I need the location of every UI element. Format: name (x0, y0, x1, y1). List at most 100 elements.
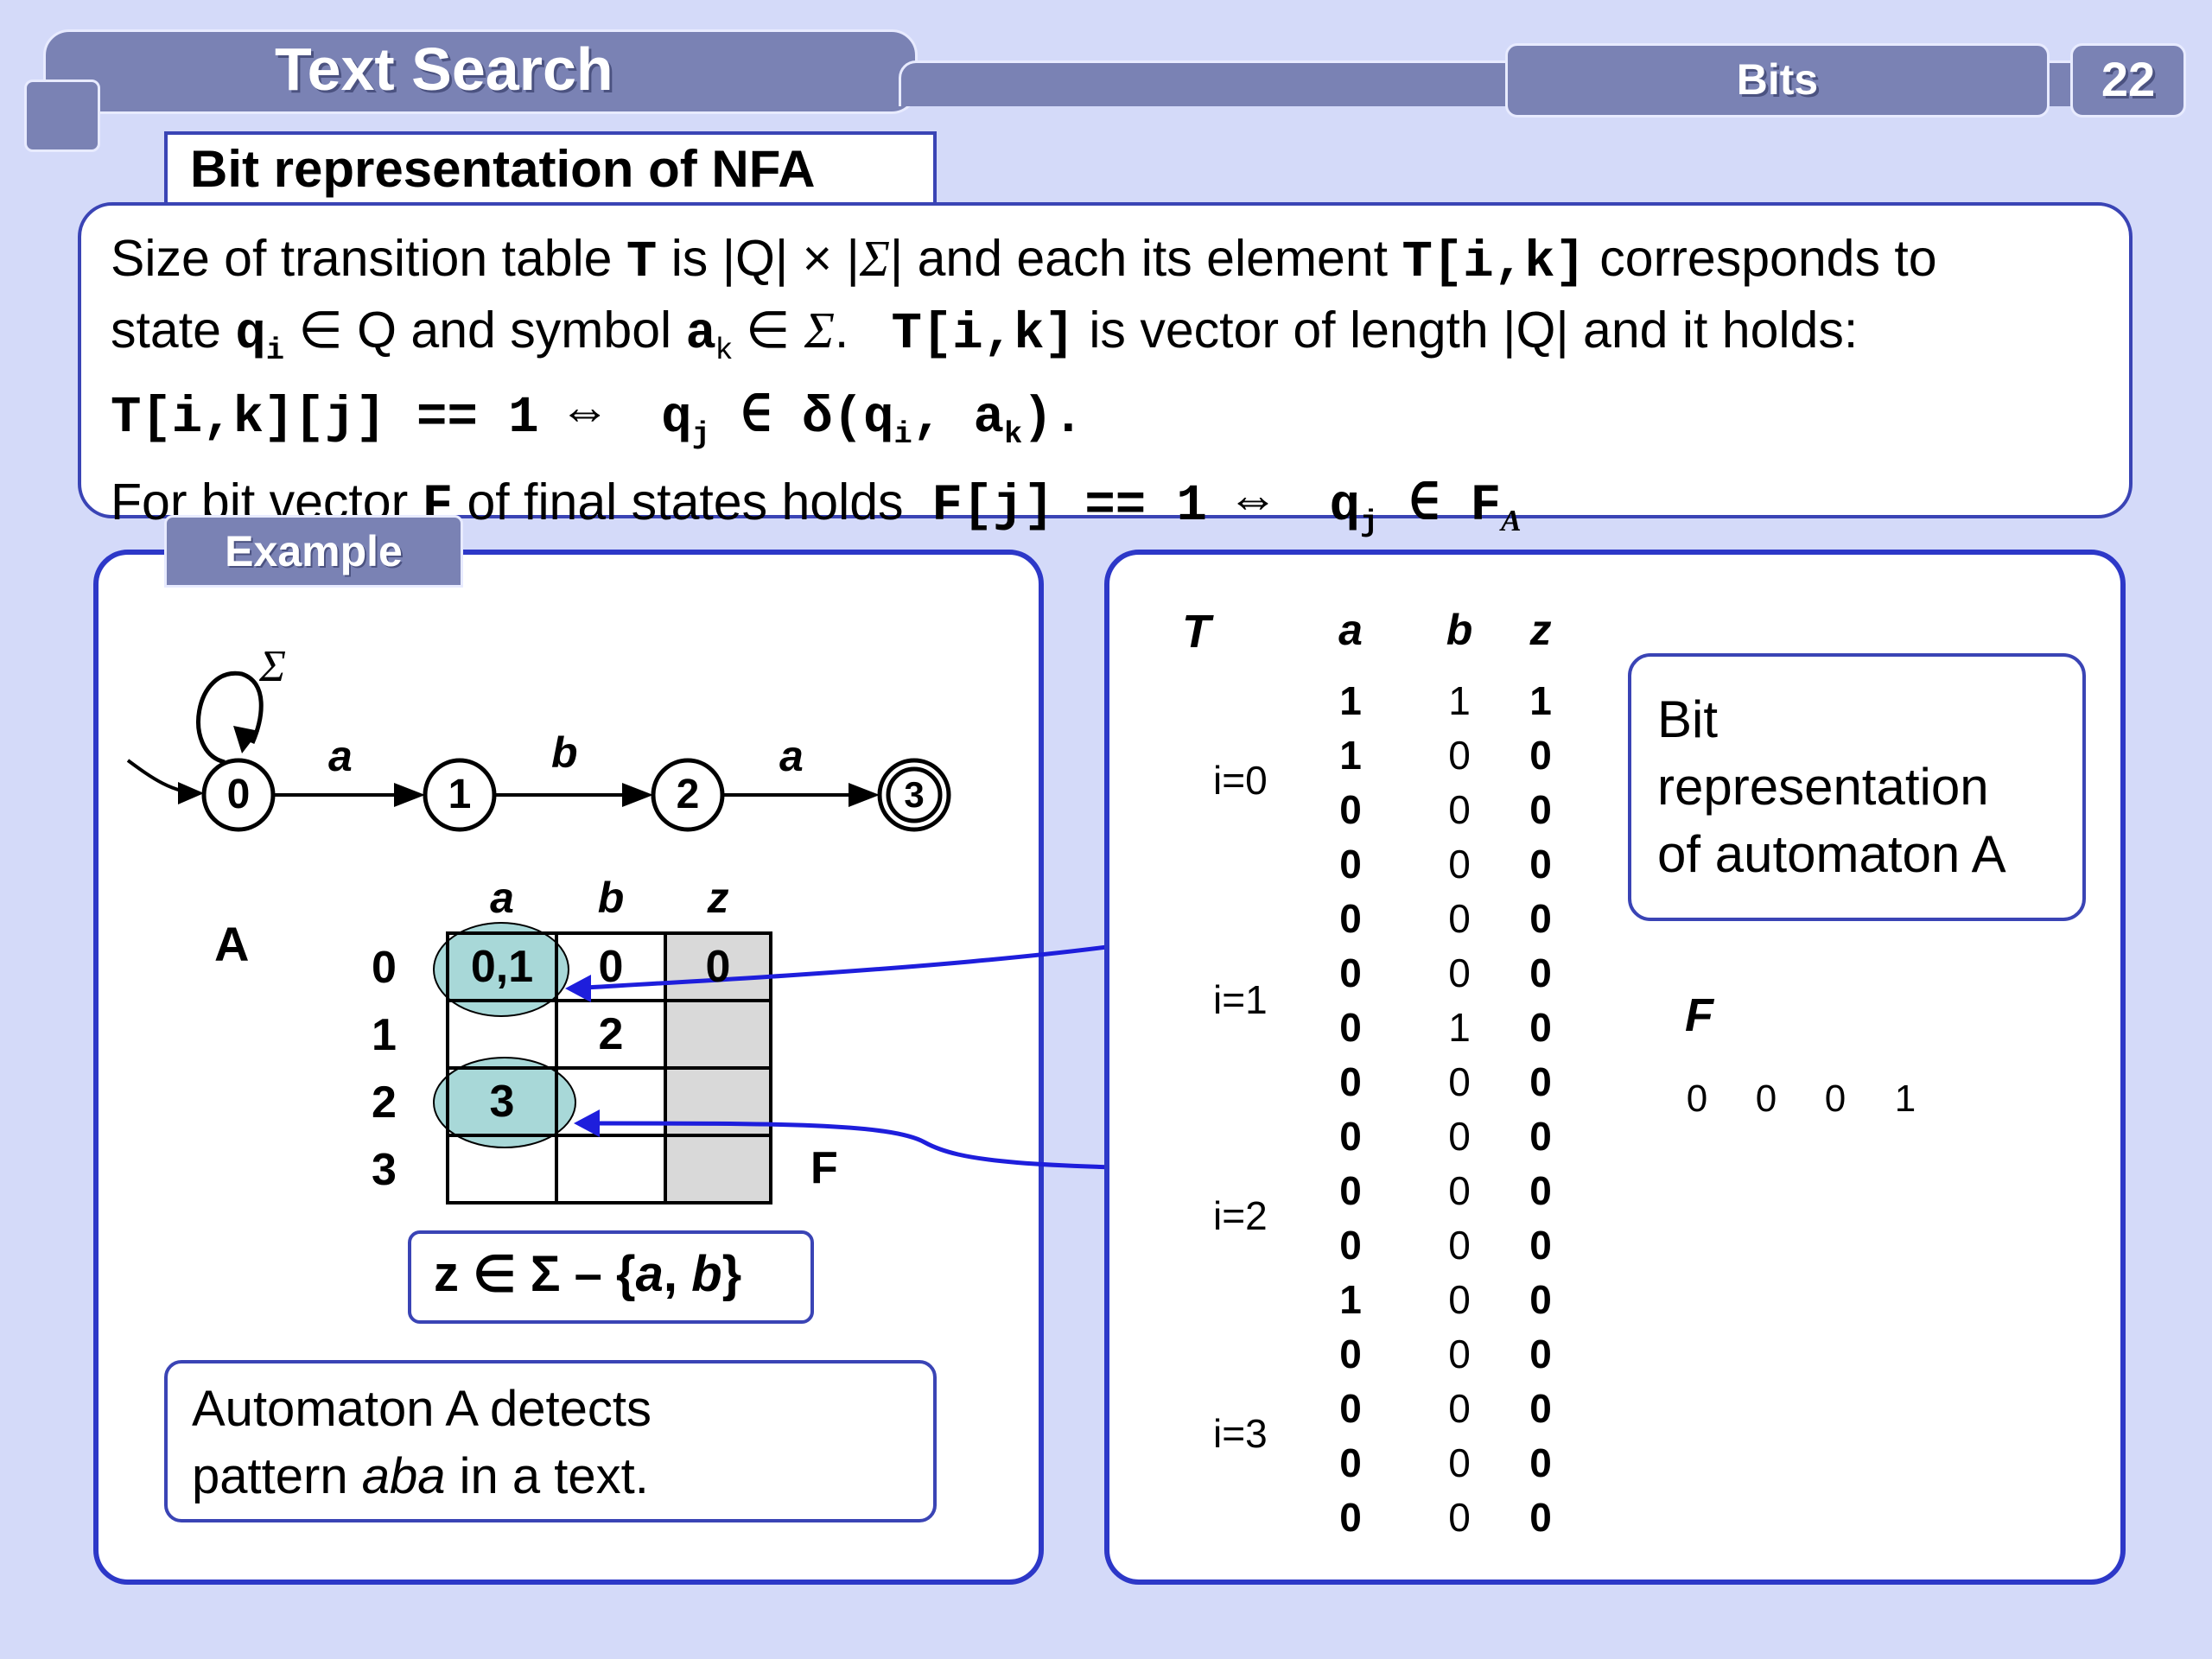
bit-cell: 0 (1448, 1114, 1471, 1159)
note-box (164, 1360, 937, 1522)
edge-0-1-arrowhead (394, 783, 425, 807)
corner-square (24, 79, 100, 152)
bit-cell: 0 (1448, 1332, 1471, 1376)
state-2-label: 2 (676, 772, 700, 817)
bit-cell: 0 (1339, 1386, 1362, 1431)
bit-cell: 0 (1529, 787, 1552, 832)
title-bar (43, 29, 918, 114)
bit-cell: 0 (1529, 950, 1552, 995)
transition-label-b: b (551, 728, 578, 777)
bit-cell: 1 (1529, 678, 1552, 723)
bit-cell: 0 (1448, 1168, 1471, 1213)
sigma-label: Σ (259, 642, 286, 691)
bit-cell: 0 (1448, 950, 1471, 995)
row-label-1: 1 (372, 1010, 397, 1060)
bit-cell: 0 (1339, 1495, 1362, 1540)
table-cell: 0 (598, 942, 624, 992)
state-2 (651, 758, 725, 832)
bit-cell: 0 (1339, 787, 1362, 832)
definition-line-3: T[i,k][j] == 1 ⇔ qj ∈ δ(qi, ak). (111, 388, 1084, 452)
link-arrow-i2 (587, 1121, 1280, 1173)
table-cell: 2 (598, 1009, 624, 1059)
caption-box (1628, 653, 2086, 921)
table-header-b: b (597, 874, 625, 922)
z-definition: z ∈ Σ – {a, b} (434, 1246, 742, 1302)
state-0 (201, 758, 276, 832)
bit-cell: 0 (1339, 1059, 1362, 1104)
table-cell: 0,1 (470, 942, 534, 992)
t-label: T (1182, 606, 1211, 658)
group-label-i0: i=0 (1213, 758, 1268, 803)
transition-label-a1: a (328, 732, 353, 780)
table-cell: 0 (705, 942, 731, 992)
final-states-label: F (810, 1143, 838, 1193)
section-tab (1505, 43, 2050, 118)
table-cell: 3 (489, 1077, 515, 1127)
f-label: F (1685, 989, 1713, 1041)
definition-line-4: For bit vector F of final states holds F… (111, 473, 1522, 540)
bit-cell: 0 (1339, 1332, 1362, 1376)
bit-cell: 1 (1339, 733, 1362, 778)
bit-cell: 0 (1339, 950, 1362, 995)
bit-cell: 1 (1339, 678, 1362, 723)
bit-cell: 0 (1448, 1386, 1471, 1431)
definition-box (78, 202, 2133, 518)
bit-cell: 0 (1339, 1114, 1362, 1159)
page-number-tab (2070, 43, 2186, 118)
bit-cell: 0 (1529, 1168, 1552, 1213)
bit-cell: 0 (1339, 1168, 1362, 1213)
example-tab-label: Example (225, 527, 403, 575)
self-loop (196, 671, 264, 765)
row-label-0: 0 (372, 943, 397, 993)
state-3-label: 3 (904, 774, 925, 815)
bit-cell: 0 (1529, 1440, 1552, 1485)
state-1 (423, 758, 497, 832)
bit-cell: 0 (1448, 787, 1471, 832)
bit-cell: 0 (1529, 1114, 1552, 1159)
row-label-2: 2 (372, 1077, 397, 1128)
bit-cell: 0 (1339, 1005, 1362, 1050)
bit-cell: 0 (1529, 842, 1552, 887)
self-loop-arrowhead (233, 726, 259, 753)
bit-cell: 0 (1339, 1440, 1362, 1485)
bit-cell: 0 (1339, 842, 1362, 887)
group-label-i3: i=3 (1213, 1411, 1268, 1456)
note-text: Automaton A detects pattern aba in a tex… (192, 1381, 652, 1504)
bit-cell: 0 (1529, 1223, 1552, 1268)
automaton-label: A (214, 917, 250, 971)
f-vector-cell: 1 (1894, 1077, 1916, 1120)
z-definition-box (408, 1230, 814, 1324)
state-1-label: 1 (448, 772, 472, 817)
link-arrow-i0-head-left (565, 975, 591, 1002)
bit-cell: 0 (1529, 733, 1552, 778)
bit-cell: 0 (1529, 1005, 1552, 1050)
bit-cell: 0 (1448, 733, 1471, 778)
state-3-inner (886, 766, 943, 823)
group-label-i2: i=2 (1213, 1193, 1268, 1238)
left-table-grid (446, 931, 772, 1205)
bit-cell: 0 (1529, 1277, 1552, 1322)
highlight-3 (433, 1057, 576, 1148)
highlight-0-1 (433, 922, 569, 1017)
bit-cell: 0 (1448, 896, 1471, 941)
subtitle: Bit representation of NFA (190, 140, 816, 198)
group-label-i1: i=1 (1213, 977, 1268, 1022)
transition-label-a2: a (779, 732, 804, 780)
bit-cell: 0 (1339, 896, 1362, 941)
edge-1-2-arrowhead (622, 783, 653, 807)
caption-text: Bit representation of automaton A (1657, 690, 2006, 883)
example-tab (164, 515, 463, 588)
bit-cell: 1 (1339, 1277, 1362, 1322)
edge-2-3-arrowhead (849, 783, 880, 807)
subtitle-box (164, 131, 937, 207)
definition-text: Size of transition table T is |Q| × |Σ| … (111, 225, 1937, 556)
bits-header-a: a (1338, 606, 1363, 654)
bit-cell: 0 (1448, 1495, 1471, 1540)
row-label-3: 3 (372, 1145, 397, 1195)
page-number: 22 (2101, 52, 2156, 106)
bit-cell: 0 (1448, 1277, 1471, 1322)
table-header-a: a (490, 874, 514, 922)
section-label: Bits (1736, 55, 1819, 104)
bit-cell: 0 (1448, 1059, 1471, 1104)
link-arrow-i2-head-left (574, 1109, 600, 1137)
